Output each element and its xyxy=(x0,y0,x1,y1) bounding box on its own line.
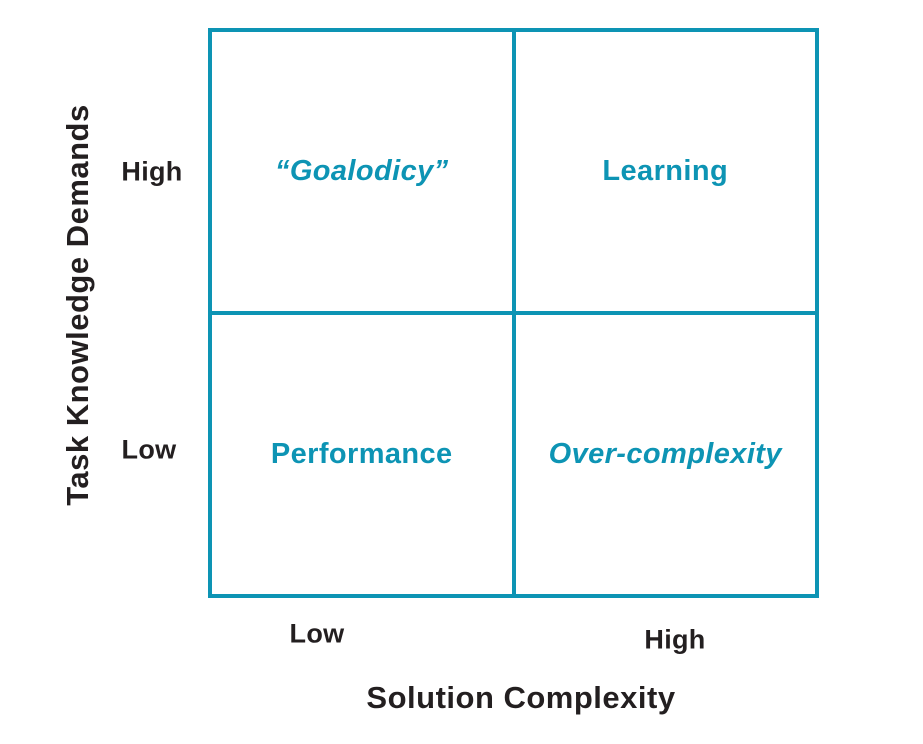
quadrant-label-performance: Performance xyxy=(270,438,453,470)
quadrant-bottom-right: Over-complexity xyxy=(513,313,815,594)
y-axis-tick-high: High xyxy=(121,156,183,187)
quadrant-label-goalodicy: “Goalodicy” xyxy=(274,155,449,187)
quadrant-top-right: Learning xyxy=(513,32,815,313)
y-axis-tick-low: Low xyxy=(121,434,177,465)
matrix-grid: “Goalodicy” Learning Performance Over-co… xyxy=(208,28,819,598)
y-axis-title: Task Knowledge Demands xyxy=(60,104,95,506)
quadrant-label-learning: Learning xyxy=(602,155,729,187)
x-axis-tick-low: Low xyxy=(289,618,345,649)
quadrant-top-left: “Goalodicy” xyxy=(212,32,514,313)
x-axis-title: Solution Complexity xyxy=(366,680,676,715)
x-axis-tick-high: High xyxy=(644,624,706,655)
quadrant-bottom-left: Performance xyxy=(212,313,514,594)
quadrant-label-over-complexity: Over-complexity xyxy=(548,438,782,470)
